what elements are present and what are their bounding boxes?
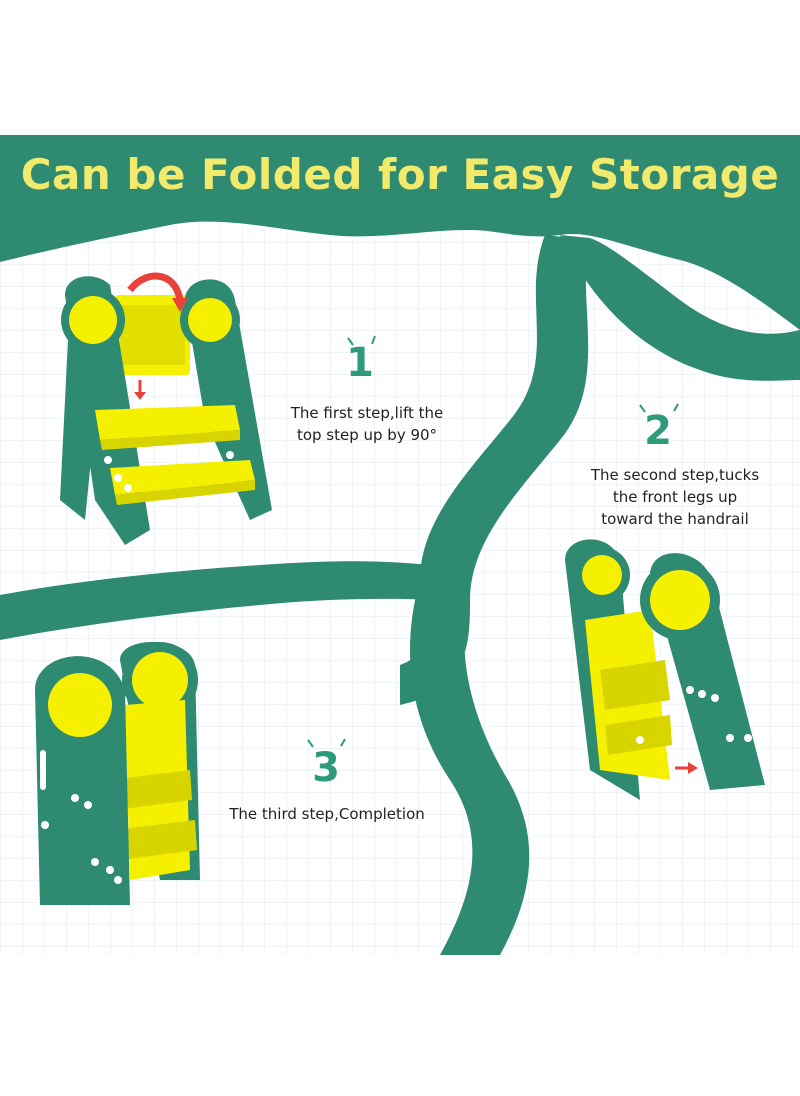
stool-step-3-image (35, 641, 200, 905)
step-1-line-1: The first step,lift the (290, 404, 444, 422)
step-2-line-1: The second step,tucks (590, 466, 760, 484)
step-2-text: The second step,tucks the front legs up … (560, 464, 790, 530)
wave-divider-lower (410, 580, 530, 955)
stool-step-2-image (565, 539, 765, 800)
step-2-number: 2 (644, 408, 672, 454)
step-3-line-1: The third step,Completion (229, 805, 425, 823)
stool-step-1-image (60, 272, 272, 545)
step-1-number: 1 (346, 340, 374, 386)
wave-divider-bottom (0, 561, 440, 640)
step-3-number: 3 (312, 745, 340, 791)
page-title: Can be Folded for Easy Storage (20, 150, 780, 199)
step-2-line-2: the front legs up (612, 488, 738, 506)
step-1-text: The first step,lift the top step up by 9… (262, 402, 472, 446)
title-banner (0, 135, 800, 330)
wave-divider-right (560, 235, 800, 381)
step-2-line-3: toward the handrail (601, 510, 749, 528)
step-1-line-2: top step up by 90° (296, 426, 438, 444)
sparkle-marks (307, 335, 679, 748)
step-3-text: The third step,Completion (212, 803, 442, 825)
